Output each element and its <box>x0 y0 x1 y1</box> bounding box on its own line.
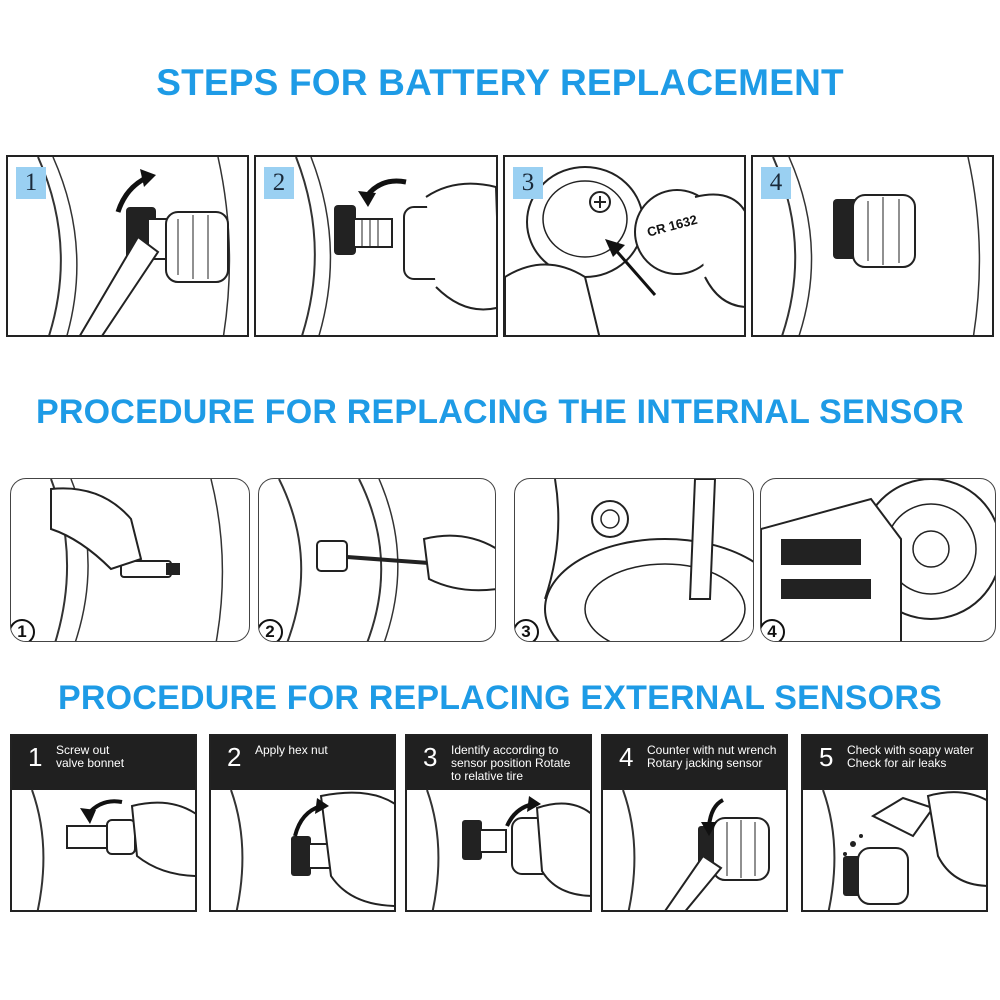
nut-tightening-illustration <box>278 479 495 641</box>
step-header: 2 Apply hex nut <box>211 736 394 790</box>
step-number-badge: 4 <box>761 167 791 199</box>
internal-step-4-panel: 4 <box>760 478 996 642</box>
step-number-circle: 2 <box>259 619 283 641</box>
step-instruction: Identify according to sensor position Ro… <box>451 743 571 783</box>
internal-section-title: PROCEDURE FOR REPLACING THE INTERNAL SEN… <box>36 393 964 431</box>
step-instruction: Apply hex nut <box>255 743 328 757</box>
battery-step-4-panel: 4 <box>751 155 994 337</box>
internal-step-3-panel: 3 <box>514 478 754 642</box>
apply-hex-nut-illustration <box>230 789 394 910</box>
remove-sensor-illustration <box>295 157 496 335</box>
unscrew-cap-illustration <box>31 789 195 910</box>
external-step-3-panel: 3 Identify according to sensor position … <box>405 734 592 912</box>
internal-step-1-panel: 1 <box>10 478 250 642</box>
wrench-loosen-illustration <box>37 157 231 335</box>
step-number: 3 <box>423 742 438 772</box>
tire-mounting-illustration <box>544 479 753 641</box>
step-instruction: Counter with nut wrench Rotary jacking s… <box>647 743 777 770</box>
step-number-circle: 1 <box>11 619 35 641</box>
external-section-title: PROCEDURE FOR REPLACING EXTERNAL SENSORS <box>58 679 942 717</box>
step-header: 4 Counter with nut wrench Rotary jacking… <box>603 736 786 790</box>
battery-step-3-panel: CR 1632 3 <box>503 155 746 337</box>
step-number-badge: 3 <box>513 167 543 199</box>
valve-stem-illustration <box>50 479 224 641</box>
reinstalled-sensor-illustration <box>772 157 981 335</box>
step-header: 3 Identify according to sensor position … <box>407 736 590 790</box>
step-number-badge: 2 <box>264 167 294 199</box>
battery-step-1-panel: 1 <box>6 155 249 337</box>
internal-step-2-panel: 2 <box>258 478 496 642</box>
step-number-circle: 4 <box>761 619 785 641</box>
step-number: 1 <box>28 742 43 772</box>
step-header: 5 Check with soapy water Check for air l… <box>803 736 986 790</box>
step-instruction: Check with soapy water Check for air lea… <box>847 743 974 770</box>
step-number: 5 <box>819 742 834 772</box>
rotate-sensor-illustration <box>426 789 590 910</box>
step-number-circle: 3 <box>515 619 539 641</box>
step-number: 2 <box>227 742 242 772</box>
tire-changer-illustration <box>761 479 995 641</box>
leak-check-illustration <box>822 789 986 910</box>
step-number-badge: 1 <box>16 167 46 199</box>
external-step-5-panel: 5 Check with soapy water Check for air l… <box>801 734 988 912</box>
wrench-tighten-illustration <box>622 789 770 910</box>
external-step-4-panel: 4 Counter with nut wrench Rotary jacking… <box>601 734 788 912</box>
battery-section-title: STEPS FOR BATTERY REPLACEMENT <box>156 62 844 103</box>
battery-step-2-panel: 2 <box>254 155 498 337</box>
step-instruction: Screw out valve bonnet <box>56 743 125 770</box>
step-header: 1 Screw out valve bonnet <box>12 736 195 790</box>
step-number: 4 <box>619 742 634 772</box>
external-step-1-panel: 1 Screw out valve bonnet <box>10 734 197 912</box>
external-step-2-panel: 2 Apply hex nut <box>209 734 396 912</box>
battery-swap-illustration: CR 1632 <box>505 166 744 335</box>
